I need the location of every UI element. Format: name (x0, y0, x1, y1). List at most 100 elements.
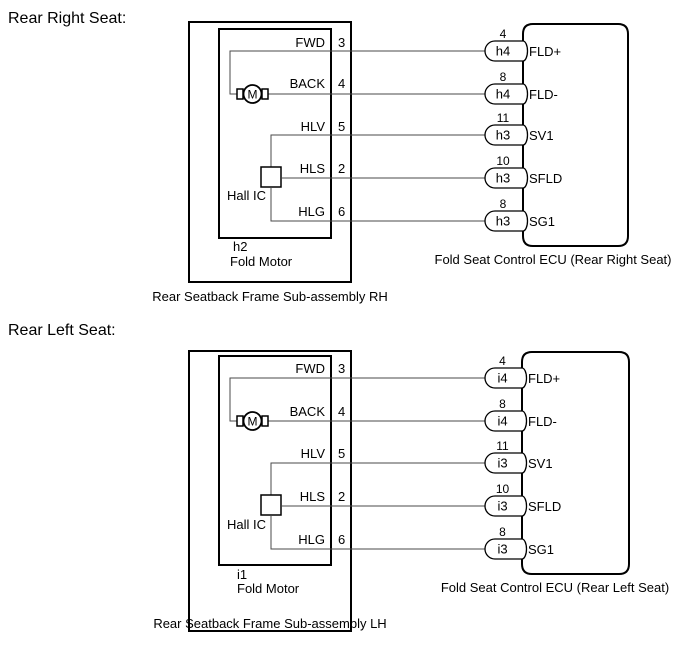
assembly-label: Rear Seatback Frame Sub-assembly RH (152, 289, 388, 304)
fold-motor-box (218, 28, 332, 239)
wire-hlv (270, 462, 485, 495)
ecu-label: Fold Seat Control ECU (Rear Right Seat) (435, 252, 672, 267)
wire-fwd (229, 50, 485, 95)
motor-symbol-label: M (248, 415, 258, 429)
wire-hlv (270, 134, 485, 167)
assembly-label: Rear Seatback Frame Sub-assembly LH (153, 616, 386, 631)
assembly-frame-box (188, 21, 352, 283)
motor-icon: M (236, 411, 269, 431)
pin-name-hls: HLS (300, 161, 326, 176)
section-title: Rear Left Seat: (8, 322, 116, 339)
motor-symbol-label: M (248, 88, 258, 102)
wire-hlg (270, 516, 485, 550)
connector-id: i3 (497, 542, 507, 557)
connector-pill (484, 167, 529, 189)
pin-number: 8 (500, 70, 507, 84)
ecu-box (521, 351, 630, 575)
hall-ic-label: Hall IC (227, 188, 266, 203)
pin-number: 10 (496, 154, 510, 168)
connector-pill (484, 452, 528, 474)
pin-number: 8 (500, 197, 507, 211)
pin-num-back: 4 (338, 76, 345, 91)
pin-name-hls: HLS (300, 489, 326, 504)
pin-num-back: 4 (338, 404, 345, 419)
hall-ic-icon (260, 166, 282, 188)
fold-motor-box (218, 355, 332, 566)
terminal-name: SV1 (529, 128, 554, 143)
motor-connector-id: i1 (237, 567, 247, 582)
pin-number: 11 (496, 439, 509, 453)
connector-pill (484, 538, 528, 560)
terminal-name: SV1 (528, 456, 553, 471)
ecu-box (522, 23, 629, 247)
pin-number: 8 (499, 525, 506, 539)
connector-pill (484, 367, 528, 389)
connector-id: h4 (496, 87, 510, 102)
pin-name-hlv: HLV (301, 119, 326, 134)
pin-num-hlg: 6 (338, 204, 345, 219)
terminal-name: FLD+ (528, 371, 560, 386)
pin-num-hls: 2 (338, 489, 345, 504)
wire-hlg (270, 188, 485, 222)
pin-num-fwd: 3 (338, 361, 345, 376)
terminal-name: SG1 (529, 214, 555, 229)
terminal-name: SFLD (529, 171, 562, 186)
section-rear-left-seat: Rear Left Seat: FWD 3 BACK 4 HLV 5 HLS 2… (8, 322, 669, 632)
pin-num-hls: 2 (338, 161, 345, 176)
connector-id: h3 (496, 214, 510, 229)
terminal-name: FLD- (529, 87, 558, 102)
motor-icon: M (236, 84, 269, 104)
pin-name-hlg: HLG (298, 532, 325, 547)
pin-name-back: BACK (290, 404, 326, 419)
connector-pill (484, 40, 529, 62)
terminal-name: FLD- (528, 414, 557, 429)
connector-id: i4 (497, 371, 507, 386)
terminal-name: FLD+ (529, 44, 561, 59)
ecu-label: Fold Seat Control ECU (Rear Left Seat) (441, 580, 669, 595)
assembly-frame-box (188, 350, 352, 632)
section-title: Rear Right Seat: (8, 10, 126, 27)
connector-pill (484, 210, 529, 232)
pin-number: 4 (500, 27, 507, 41)
motor-name: Fold Motor (230, 254, 293, 269)
pin-name-fwd: FWD (295, 361, 325, 376)
pin-number: 8 (499, 397, 506, 411)
pin-number: 10 (496, 482, 510, 496)
hall-ic-icon (260, 494, 282, 516)
pin-num-hlv: 5 (338, 446, 345, 461)
connector-id: i3 (497, 499, 507, 514)
pin-name-fwd: FWD (295, 35, 325, 50)
pin-num-hlg: 6 (338, 532, 345, 547)
pin-name-hlv: HLV (301, 446, 326, 461)
motor-connector-id: h2 (233, 239, 247, 254)
connector-id: i4 (497, 414, 507, 429)
connector-pill (484, 495, 528, 517)
terminal-name: SFLD (528, 499, 561, 514)
pin-number: 4 (499, 354, 506, 368)
wire-fwd (229, 377, 485, 422)
connector-pill (484, 410, 528, 432)
connector-pill (484, 83, 529, 105)
pin-name-hlg: HLG (298, 204, 325, 219)
pin-name-back: BACK (290, 76, 326, 91)
connector-id: h4 (496, 44, 510, 59)
connector-id: h3 (496, 128, 510, 143)
section-rear-right-seat: Rear Right Seat: FWD 3 BACK 4 HLV 5 HLS … (8, 10, 671, 304)
pin-num-hlv: 5 (338, 119, 345, 134)
pin-num-fwd: 3 (338, 35, 345, 50)
connector-id: i3 (497, 456, 507, 471)
connector-pill (484, 124, 529, 146)
